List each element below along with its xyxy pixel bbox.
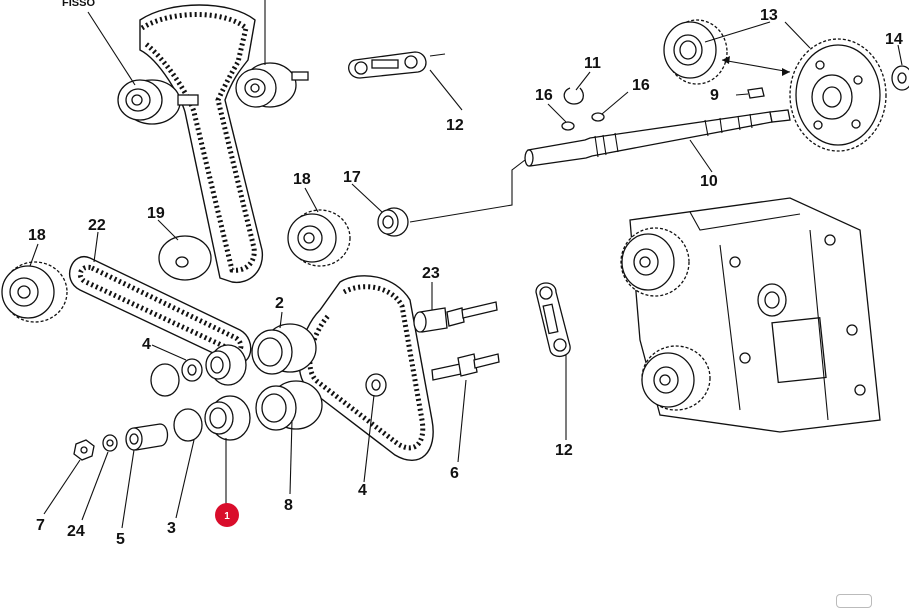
label-2: 2: [275, 295, 284, 312]
label-18-upper: 18: [293, 171, 311, 188]
sprocket-upper: [287, 209, 351, 267]
label-14: 14: [885, 31, 903, 48]
label-4-right: 4: [358, 482, 367, 499]
woodruff-key-right: [591, 112, 605, 122]
label-17: 17: [343, 169, 361, 186]
label-9: 9: [710, 87, 719, 104]
washer-4-left: [181, 358, 203, 382]
hotspot-part-1[interactable]: 1: [215, 503, 239, 527]
sprocket-left: [1, 261, 68, 323]
label-3: 3: [167, 520, 176, 537]
label-18-left: 18: [28, 227, 46, 244]
label-19: 19: [147, 205, 165, 222]
head-sprocket-lower: [641, 345, 711, 411]
link-bar-upper: [348, 51, 446, 79]
corner-control-button[interactable]: [836, 594, 872, 608]
label-12-upper: 12: [446, 117, 464, 134]
leader-lines: [29, 0, 903, 529]
label-8: 8: [284, 497, 293, 514]
lower-timing-belt: [298, 275, 434, 461]
label-24: 24: [67, 523, 85, 540]
woodruff-key-left: [561, 121, 575, 131]
snap-ring-3: [173, 408, 203, 442]
collar-17: [377, 207, 409, 237]
key-9: [747, 87, 765, 99]
washer-4-right: [365, 373, 387, 397]
link-bar-lower: [535, 282, 571, 357]
label-16-left: 16: [535, 87, 553, 104]
label-5: 5: [116, 531, 125, 548]
idler-roller-8: [255, 380, 323, 431]
label-11: 11: [584, 55, 601, 72]
label-22: 22: [88, 217, 106, 234]
label-16-right: 16: [632, 77, 650, 94]
bearing-upper: [205, 344, 247, 386]
bushing-5: [125, 423, 169, 451]
snap-ring-upper: [150, 363, 180, 397]
label-fisso: FISSO: [62, 0, 95, 9]
label-12-lower: 12: [555, 442, 573, 459]
head-sprocket-upper: [620, 227, 690, 297]
label-10: 10: [700, 173, 718, 190]
bearing-1: [204, 395, 251, 441]
fixed-idler-pulley: [117, 79, 199, 125]
label-23: 23: [422, 265, 440, 282]
gear-arrow: [721, 56, 791, 76]
nut-7: [73, 439, 95, 461]
cam-gear-large: [789, 38, 887, 152]
label-13: 13: [760, 7, 778, 24]
washer-19: [158, 235, 212, 281]
stud-23: [413, 301, 498, 333]
washer-14: [891, 65, 909, 91]
cam-gear-small: [663, 19, 728, 85]
label-7: 7: [36, 517, 45, 534]
upper-tensioner-pulley: [235, 62, 309, 108]
shaft-leader: [409, 159, 526, 223]
circlip: [563, 87, 585, 105]
label-6: 6: [450, 465, 459, 482]
hotspot-label: 1: [224, 511, 230, 522]
label-4-left: 4: [142, 336, 151, 353]
stud-6: [431, 353, 500, 381]
camshaft: [524, 109, 791, 167]
washer-24: [102, 434, 118, 452]
idler-roller-2: [251, 323, 317, 375]
